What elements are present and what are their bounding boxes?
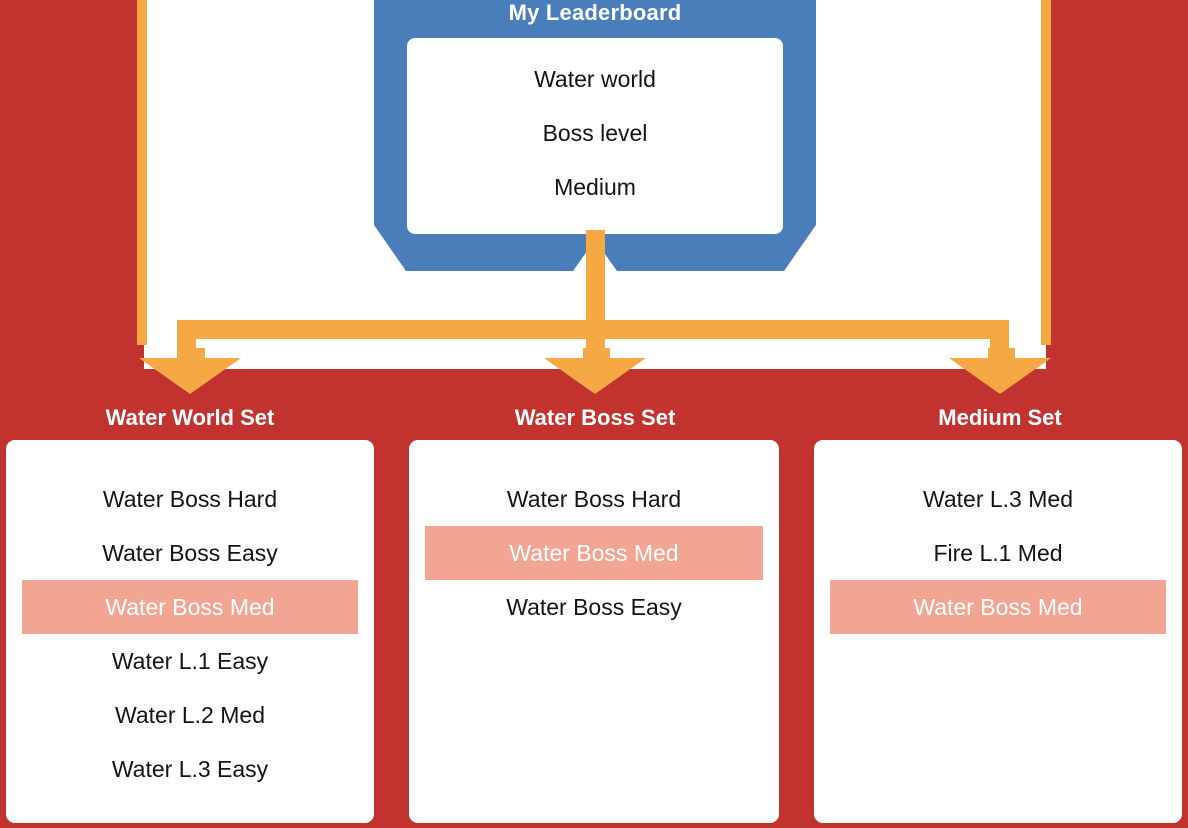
connector-line-center-stem [586, 230, 605, 360]
set-list-item[interactable]: Water Boss Hard [102, 485, 278, 512]
set-heading-medium: Medium Set [938, 405, 1062, 430]
leaderboard-detail-box: Water world Boss level Medium [407, 38, 783, 234]
arrowhead-right [949, 348, 1051, 394]
set-card-water-boss: Water Boss Hard Water Boss Med Water Bos… [409, 440, 779, 823]
arrowhead-center [544, 348, 646, 394]
set-list-item[interactable]: Water Boss Hard [506, 485, 682, 512]
leaderboard-row: Medium [554, 173, 636, 200]
set-card-medium: Water L.3 Med Fire L.1 Med Water Boss Me… [814, 440, 1182, 823]
set-list-item[interactable]: Water L.1 Easy [111, 647, 269, 674]
arrowhead-left [139, 348, 241, 394]
set-list-item-highlighted[interactable]: Water Boss Med [425, 526, 763, 580]
leaderboard-row: Water world [534, 65, 656, 92]
connector-arrows [137, 0, 1051, 394]
leaderboard-title: My Leaderboard [508, 0, 682, 25]
set-list-item[interactable]: Water Boss Easy [102, 539, 278, 566]
connector-line-right-riser [1041, 0, 1051, 345]
connector-line-left-riser [137, 0, 147, 345]
set-card-water-world: Water Boss Hard Water Boss Easy Water Bo… [6, 440, 374, 823]
leaderboard-node[interactable]: My Leaderboard Water world Boss level Me… [374, 0, 816, 277]
set-list-item[interactable]: Fire L.1 Med [933, 539, 1063, 566]
set-list-item[interactable]: Water L.3 Med [923, 485, 1073, 512]
set-list-item-highlighted[interactable]: Water Boss Med [22, 580, 358, 634]
set-heading-water-world: Water World Set [105, 405, 275, 430]
leaderboard-row: Boss level [542, 119, 648, 146]
set-list-item-highlighted[interactable]: Water Boss Med [830, 580, 1166, 634]
set-list-item[interactable]: Water Boss Easy [506, 593, 682, 620]
set-list-item[interactable]: Water L.2 Med [115, 701, 265, 728]
set-list-item[interactable]: Water L.3 Easy [111, 755, 269, 782]
set-heading-water-boss: Water Boss Set [514, 405, 676, 430]
